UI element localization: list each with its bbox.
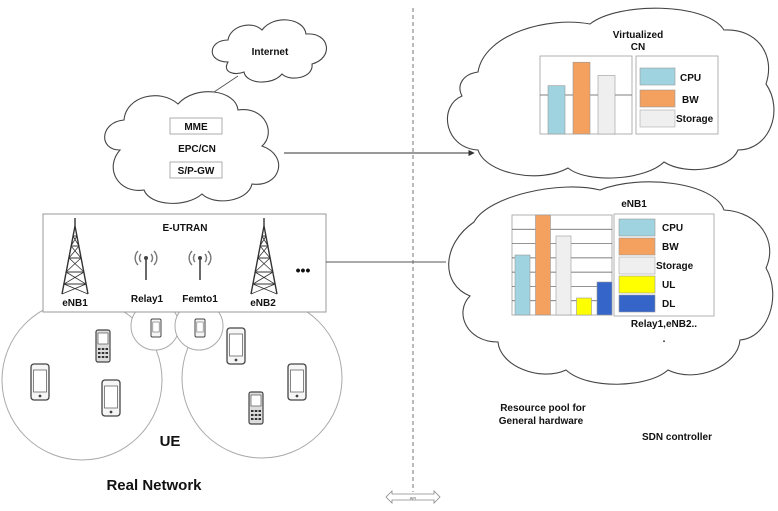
- smartphone-icon: [194, 318, 206, 338]
- enb-more-dot: .: [663, 334, 666, 345]
- cn-legend-storage-swatch: [639, 109, 676, 128]
- bar-ul: [576, 297, 592, 316]
- bar-cpu: [514, 254, 531, 316]
- real-network-label: Real Network: [106, 477, 202, 494]
- cn-legend-storage: Storage: [676, 114, 714, 125]
- bar-cpu: [547, 85, 566, 135]
- cn-title-line1: Virtualized: [613, 30, 663, 41]
- resource-pool-line1: Resource pool for: [500, 403, 586, 414]
- enb-legend-storage: Storage: [656, 261, 694, 272]
- flip-phone-icon: [248, 391, 264, 425]
- ue-label: UE: [160, 433, 181, 450]
- enb2-label: eNB2: [250, 298, 276, 309]
- enb-resource-chart: [511, 214, 613, 316]
- cn-legend-cpu: CPU: [680, 73, 701, 84]
- enb-legend-storage-swatch: [618, 256, 656, 275]
- mme-box: [169, 117, 223, 135]
- cn-legend-bw: BW: [682, 95, 699, 106]
- bar-storage: [555, 235, 572, 316]
- enb-cloud-title: eNB1: [621, 199, 647, 210]
- api-arrow: API: [385, 490, 441, 504]
- enb-legend-dl-swatch: [618, 294, 656, 313]
- epc-label: EPC/CN: [178, 144, 216, 155]
- enb-legend-ul: UL: [662, 280, 675, 291]
- enb-legend-bw: BW: [662, 242, 679, 253]
- bar-bw: [572, 61, 591, 135]
- enb-legend-cpu: CPU: [662, 223, 683, 234]
- bar-bw: [535, 214, 551, 316]
- internet-label: Internet: [252, 47, 289, 58]
- mme-label: MME: [184, 122, 208, 133]
- enb-legend-dl: DL: [662, 299, 675, 310]
- smartphone-icon: [226, 327, 246, 365]
- smartphone-icon: [287, 363, 307, 401]
- enb-legend-cpu-swatch: [618, 218, 656, 237]
- smartphone-icon: [30, 363, 50, 401]
- spgw-box: [169, 161, 223, 179]
- relay-label: Relay1: [131, 294, 164, 305]
- eutran-label: E-UTRAN: [163, 223, 208, 234]
- epc-cloud: [104, 91, 280, 204]
- enb-legend-bw-swatch: [618, 237, 656, 256]
- cn-title-line2: CN: [631, 42, 645, 53]
- enb-legend: CPU BW Storage UL DL: [613, 213, 715, 317]
- internet-cloud: [211, 19, 327, 83]
- enb-more-nodes: Relay1,eNB2..: [631, 319, 697, 330]
- api-label: API: [410, 496, 416, 501]
- spgw-label: S/P-GW: [178, 166, 215, 177]
- bar-storage: [597, 75, 616, 135]
- flip-phone-icon: [95, 329, 111, 363]
- cn-legend-bw-swatch: [639, 89, 676, 108]
- eutran-box: [42, 213, 327, 313]
- bar-dl: [596, 281, 613, 316]
- more-nodes-ellipsis: •••: [296, 262, 311, 278]
- smartphone-icon: [101, 379, 121, 417]
- cn-legend: CPU BW Storage: [635, 55, 719, 135]
- smartphone-icon: [150, 318, 162, 338]
- sdn-controller-label: SDN controller: [642, 432, 712, 443]
- cn-legend-cpu-swatch: [639, 67, 676, 86]
- enb-legend-ul-swatch: [618, 275, 656, 294]
- resource-pool-line2: General hardware: [499, 416, 584, 427]
- cn-resource-chart: [539, 55, 633, 135]
- enb1-label: eNB1: [62, 298, 88, 309]
- femto-label: Femto1: [182, 294, 218, 305]
